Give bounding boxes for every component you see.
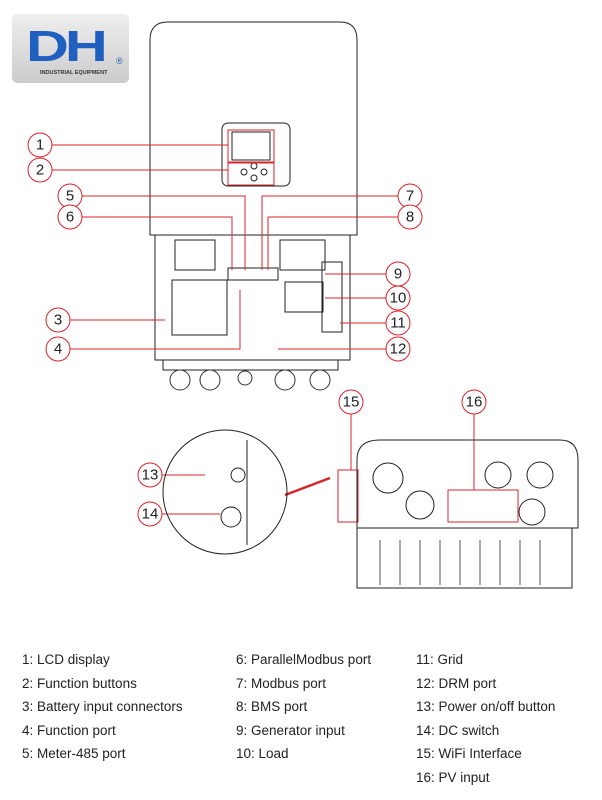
inverter-front	[149, 21, 358, 391]
legend-item: 13: Power on/off button	[416, 699, 556, 715]
diagram-drawing: 1 2 3 4 5 6 7 8 9 10 11 12 13 14 15 16	[27, 21, 579, 589]
callout-lines	[52, 129, 519, 523]
callout-6: 6	[66, 209, 74, 226]
legend-item: 2: Function buttons	[22, 675, 137, 691]
callout-15: 15	[343, 394, 360, 411]
legend-column-1: 1: LCD display 2: Function buttons 3: Ba…	[22, 648, 183, 766]
legend-item: 4: Function port	[22, 722, 116, 738]
legend-column-3: 11: Grid 12: DRM port 13: Power on/off b…	[416, 648, 555, 790]
legend-item: 14: DC switch	[416, 722, 500, 738]
registered-mark: ®	[116, 56, 123, 66]
legend-item: 9: Generator input	[236, 722, 345, 738]
legend-item: 1: LCD display	[22, 652, 110, 667]
legend-item: 11: Grid	[416, 652, 464, 667]
callout-2: 2	[36, 162, 44, 179]
callout-3: 3	[54, 312, 62, 329]
legend-item: 16: PV input	[416, 769, 490, 785]
callout-14: 14	[142, 506, 159, 523]
callout-1: 1	[36, 137, 44, 154]
logo-subtitle: INDUSTRIAL EQUIPMENT	[40, 70, 108, 76]
callout-13: 13	[142, 467, 159, 484]
callout-10: 10	[390, 290, 407, 307]
inverter-side-view	[356, 439, 579, 589]
company-logo: DH ® INDUSTRIAL EQUIPMENT	[12, 14, 129, 83]
legend-item: 3: Battery input connectors	[22, 699, 183, 715]
legend-item: 12: DRM port	[416, 675, 497, 691]
legend-column-2: 6: ParallelModbus port 7: Modbus port 8:…	[236, 648, 371, 766]
legend-item: 5: Meter-485 port	[22, 746, 126, 762]
legend-item: 10: Load	[236, 746, 289, 762]
legend-item: 6: ParallelModbus port	[236, 652, 372, 667]
logo-text: DH	[26, 22, 108, 71]
legend-item: 15: WiFi Interface	[416, 746, 522, 762]
callout-16: 16	[466, 394, 483, 411]
callout-4: 4	[54, 341, 62, 358]
callout-markers	[27, 132, 487, 527]
callout-11: 11	[390, 315, 406, 332]
callout-5: 5	[66, 188, 74, 205]
legend-item: 7: Modbus port	[236, 675, 327, 691]
detail-zoom	[162, 429, 288, 555]
callout-12: 12	[390, 341, 407, 358]
callout-8: 8	[406, 209, 414, 226]
callout-7: 7	[406, 188, 414, 205]
legend-item: 8: BMS port	[236, 699, 308, 715]
callout-9: 9	[394, 266, 402, 283]
